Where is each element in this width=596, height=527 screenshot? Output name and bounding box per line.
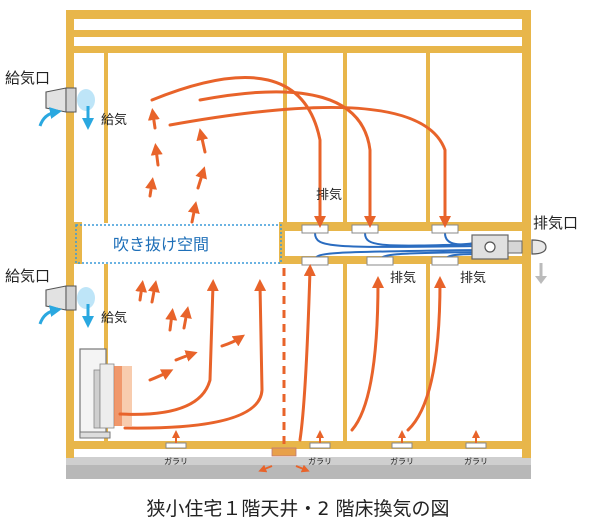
stud-d	[343, 53, 347, 223]
diagram-caption: 狭小住宅１階天井・2 階床換気の図	[146, 498, 450, 520]
stud-f	[343, 264, 347, 441]
exhaust-out-arrowhead	[535, 276, 547, 284]
ceiling-beam-lower	[283, 256, 531, 264]
intake-airflow-arrows	[38, 106, 94, 328]
stud-c	[283, 53, 287, 223]
stud-e	[426, 53, 430, 223]
gallery-grille-icon	[165, 430, 187, 449]
stud-a	[104, 53, 108, 223]
ground-floor-beam	[66, 441, 531, 449]
roof-beam-2	[66, 30, 531, 37]
gallery-label-3: ガラリ	[390, 456, 414, 466]
exhaust-top-label: 排気	[316, 187, 342, 203]
floor-outlet	[271, 447, 297, 457]
void-space-box	[75, 224, 282, 264]
left-wall	[66, 10, 74, 458]
airflow-upper-short	[145, 108, 209, 224]
gallery-label-2: ガラリ	[308, 456, 332, 466]
exhaust-bottom-label-1: 排気	[390, 270, 416, 286]
void-space-label: 吹き抜け空間	[113, 235, 209, 254]
ceiling-beam-upper	[283, 222, 531, 231]
airflow-upper	[150, 76, 451, 228]
intake-top-label: 給気口	[5, 69, 50, 87]
heater-icon	[79, 348, 132, 439]
exhaust-port-label: 排気口	[533, 214, 578, 232]
intake-vent-icon	[45, 87, 95, 113]
exhaust-fan-icon	[471, 234, 547, 260]
roof-beam-1	[66, 10, 531, 19]
house-frame	[66, 10, 531, 458]
floor-outlet-arrows	[258, 464, 310, 473]
airflow-lower-short	[135, 280, 245, 382]
gallery-label-4: ガラリ	[464, 456, 488, 466]
gallery-grille-icon	[309, 430, 331, 449]
gallery-grilles	[165, 430, 487, 449]
void-right-post	[279, 222, 285, 264]
supply-bottom-label: 給気	[101, 310, 127, 326]
supply-top-label: 給気	[101, 112, 127, 128]
intake-bottom-label: 給気口	[5, 267, 50, 285]
roof-beam-3	[66, 46, 531, 53]
exhaust-bottom-label-2: 排気	[460, 270, 486, 286]
gallery-grille-icon	[391, 430, 413, 449]
airflow-lower	[118, 264, 446, 442]
stud-g	[426, 264, 430, 441]
ground-top	[66, 457, 531, 465]
intake-vent-icon	[45, 285, 95, 311]
void-left-post	[74, 222, 82, 264]
gallery-grille-icon	[465, 430, 487, 449]
gallery-label-1: ガラリ	[164, 456, 188, 466]
right-wall	[522, 10, 531, 458]
